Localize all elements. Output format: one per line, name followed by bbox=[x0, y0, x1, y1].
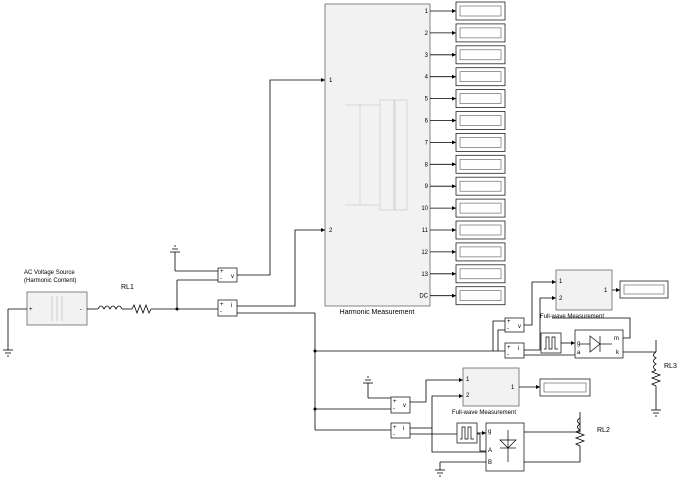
ground-vm1 bbox=[170, 245, 218, 272]
im2-minus: - bbox=[507, 352, 509, 358]
vm2-v: v bbox=[518, 324, 521, 330]
harmonic-out-port-label: 7 bbox=[425, 140, 429, 146]
harmonic-measurement-block[interactable]: Harmonic Measurement 1 2 bbox=[324, 3, 431, 316]
b2-B: B bbox=[488, 460, 492, 466]
full-wave-measurement-1[interactable]: 1 2 1 Full-wave Measurement bbox=[540, 269, 613, 320]
im3-i: i bbox=[403, 426, 404, 432]
b2-A: A bbox=[488, 448, 492, 454]
harmonic-out-port-label: 1 bbox=[425, 9, 429, 15]
fw2-in1: 1 bbox=[466, 377, 470, 383]
harmonic-out-port-label: 3 bbox=[425, 53, 429, 59]
harmonic-display-inner bbox=[459, 71, 502, 82]
rl3-load[interactable]: RL3 bbox=[650, 340, 677, 417]
harmonic-display-inner bbox=[459, 268, 502, 280]
voltage-meter-3[interactable]: + - v bbox=[390, 396, 411, 414]
fw2-title: Full-wave Measurement bbox=[452, 410, 516, 416]
vm1-minus: - bbox=[220, 276, 222, 282]
harmonic-in-port-2: 2 bbox=[329, 228, 333, 234]
rl1-branch[interactable]: RL1 bbox=[87, 284, 218, 315]
harmonic-out-port-label: 12 bbox=[421, 250, 428, 256]
source-minus: - bbox=[80, 307, 82, 313]
harmonic-display-inner bbox=[459, 202, 502, 214]
harmonic-display-inner bbox=[459, 224, 502, 236]
harmonic-out-port-label: 10 bbox=[421, 206, 428, 212]
ground-vm3 bbox=[363, 376, 391, 399]
vm2-minus: - bbox=[507, 326, 509, 332]
pulse-generator-2[interactable] bbox=[456, 422, 478, 444]
im1-plus: + bbox=[220, 302, 224, 308]
harmonic-display-inner bbox=[459, 5, 502, 17]
harmonic-out-port-label: 6 bbox=[425, 119, 429, 125]
im1-minus: - bbox=[220, 309, 222, 315]
harmonic-out-port-label: 4 bbox=[425, 75, 429, 81]
harmonic-out-port-label: 11 bbox=[422, 228, 429, 234]
b1-a: a bbox=[577, 350, 581, 356]
ground-left bbox=[3, 308, 27, 357]
harmonic-out-port-label: 13 bbox=[421, 272, 428, 278]
current-meter-1[interactable]: + - i bbox=[217, 299, 238, 317]
source-title-line1: AC Voltage Source bbox=[24, 270, 75, 276]
source-title-line2: (Harmonic Content) bbox=[24, 278, 76, 284]
current-meter-2[interactable]: + - i bbox=[504, 342, 525, 359]
fw2-in2: 2 bbox=[466, 393, 470, 399]
fw1-in1: 1 bbox=[559, 279, 563, 285]
harmonic-out-port-label: 8 bbox=[425, 162, 429, 168]
vm3-v: v bbox=[403, 403, 406, 409]
harmonic-display-inner bbox=[459, 159, 502, 170]
voltage-meter-2[interactable]: + - v bbox=[504, 317, 525, 333]
fw1-title: Full-wave Measurement bbox=[540, 314, 604, 320]
im1-i: i bbox=[231, 303, 232, 309]
b1-k: k bbox=[616, 350, 620, 356]
fw1-in2: 2 bbox=[559, 296, 563, 302]
rl2-load[interactable]: RL2 bbox=[574, 412, 610, 450]
thyristor-bridge-1[interactable]: g a k m bbox=[574, 329, 624, 359]
pulse-generator-1[interactable] bbox=[540, 332, 562, 354]
ground-bridge2 bbox=[435, 462, 445, 477]
fw1-out: 1 bbox=[604, 288, 608, 294]
voltage-meter-1[interactable]: + - v bbox=[217, 267, 238, 283]
b1-m: m bbox=[614, 336, 619, 342]
im3-plus: + bbox=[393, 425, 397, 431]
harmonic-display-inner bbox=[459, 93, 502, 104]
rl3-label: RL3 bbox=[664, 363, 677, 370]
b1-g: g bbox=[577, 341, 580, 347]
harmonic-out-port-label: DC bbox=[419, 294, 428, 300]
harmonic-display-inner bbox=[459, 180, 502, 192]
source-plus: + bbox=[29, 307, 33, 313]
im2-plus: + bbox=[507, 345, 511, 351]
vm1-plus: + bbox=[220, 269, 224, 275]
harmonic-block-title: Harmonic Measurement bbox=[340, 309, 415, 316]
vm3-minus: - bbox=[393, 406, 395, 412]
harmonic-out-port-label: 5 bbox=[425, 97, 429, 103]
harmonic-display-inner bbox=[459, 246, 502, 258]
source-inner-graphic bbox=[51, 296, 63, 321]
ac-voltage-source[interactable]: AC Voltage Source (Harmonic Content) + - bbox=[24, 270, 88, 326]
harmonic-out-port-label: 9 bbox=[425, 184, 429, 190]
harmonic-display-inner bbox=[459, 115, 502, 126]
harmonic-display-inner bbox=[459, 27, 502, 39]
im3-minus: - bbox=[393, 432, 395, 438]
harmonic-block-inner-graphic bbox=[345, 99, 408, 211]
harmonic-display-inner bbox=[459, 137, 502, 148]
rl1-label: RL1 bbox=[121, 284, 134, 291]
harmonic-in-port-1: 1 bbox=[329, 78, 333, 84]
thyristor-bridge-2[interactable]: g A B bbox=[485, 422, 525, 472]
display-fw2 bbox=[539, 378, 591, 397]
harmonic-out-port-label: 2 bbox=[425, 31, 429, 37]
rl2-label: RL2 bbox=[597, 427, 610, 434]
harmonic-display-inner bbox=[459, 49, 502, 61]
fw2-out: 1 bbox=[511, 385, 515, 391]
vm3-plus: + bbox=[393, 399, 397, 405]
b2-g: g bbox=[488, 429, 491, 435]
current-meter-3[interactable]: + - i bbox=[390, 422, 411, 439]
vm2-plus: + bbox=[507, 319, 511, 325]
full-wave-measurement-2[interactable]: 1 2 1 Full-wave Measurement bbox=[452, 367, 520, 416]
harmonic-display-inner bbox=[459, 290, 502, 302]
im2-i: i bbox=[518, 346, 519, 352]
display-fw1 bbox=[619, 280, 669, 299]
vm1-v: v bbox=[231, 274, 234, 280]
